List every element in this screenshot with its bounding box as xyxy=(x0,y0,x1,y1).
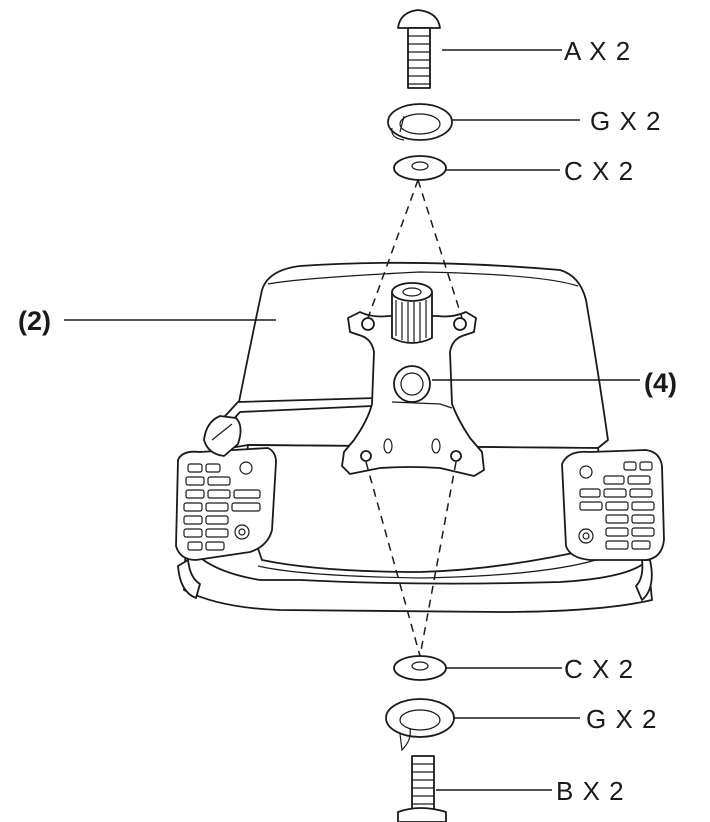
spring-washer-g-top xyxy=(387,103,453,141)
label-c-top: C X 2 xyxy=(564,156,634,186)
flat-washer-c-top xyxy=(393,155,447,181)
label-a-top: A X 2 xyxy=(564,36,631,66)
bolt-b xyxy=(397,755,447,822)
flat-washer-c-bottom xyxy=(393,655,447,681)
alignment-dashes xyxy=(365,179,463,657)
label-ref-mechanism: (4) xyxy=(644,368,677,398)
tilt-mechanism xyxy=(341,282,485,477)
tilt-lever xyxy=(203,397,377,457)
right-armrest-grille xyxy=(561,449,665,561)
spring-washer-g-bottom xyxy=(385,698,455,752)
label-g-bottom: G X 2 xyxy=(586,704,657,734)
label-g-top: G X 2 xyxy=(590,106,661,136)
left-armrest-grille xyxy=(175,447,277,561)
bolt-a xyxy=(397,9,441,89)
label-b-bottom: B X 2 xyxy=(556,776,625,806)
leader-lines xyxy=(64,49,640,791)
label-ref-seat: (2) xyxy=(18,306,51,336)
label-c-bottom: C X 2 xyxy=(564,654,634,684)
